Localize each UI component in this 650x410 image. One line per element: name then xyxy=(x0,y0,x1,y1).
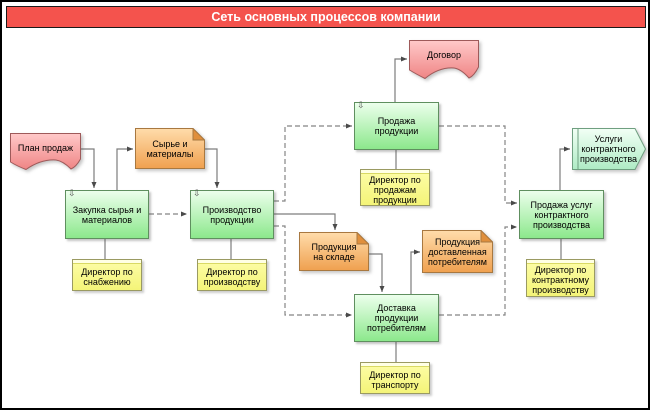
node-direktor-po-snabzheniyu[interactable]: Директор по снабжению xyxy=(72,259,142,291)
document-shape xyxy=(409,40,479,79)
folded-corner-shape xyxy=(135,128,205,169)
node-label: Доставка продукции потребителям xyxy=(367,303,426,333)
link-zakupka-to-syrye xyxy=(116,146,133,190)
folded-corner-shape xyxy=(299,232,369,271)
node-prodazha-produkcii[interactable]: ⇩ Продажа продукции xyxy=(354,100,439,150)
node-direktor-po-proizvodstvu[interactable]: Директор по производству xyxy=(197,259,267,291)
node-label: Услуги контрактного производства xyxy=(579,134,638,164)
node-produkciya-na-sklade[interactable]: Продукция на складе xyxy=(299,232,369,271)
node-label: Закупка сырья и материалов xyxy=(72,204,142,225)
node-direktor-po-transportu[interactable]: Директор по транспорту xyxy=(360,362,430,394)
decomposition-icon: ⇩ xyxy=(357,100,365,110)
node-uslugi-kontraktnogo[interactable]: Услуги контрактного производства xyxy=(572,128,646,170)
link-dostavka-to-dostavlennaya xyxy=(410,249,420,294)
link-prodazhauslug-to-uslugi xyxy=(559,146,570,190)
node-direktor-po-prodazham[interactable]: Директор по продажам продукции xyxy=(360,169,430,206)
link-prodazha-to-dogovor xyxy=(394,56,407,102)
node-label: Директор по производству xyxy=(203,267,261,287)
node-label: Директор по снабжению xyxy=(81,267,133,287)
node-label: Продажа услуг контрактного производства xyxy=(530,199,593,230)
link-plan-to-zakupka xyxy=(81,148,97,188)
node-label: Директор по транспорту xyxy=(369,370,421,390)
decomposition-icon: ⇩ xyxy=(193,188,201,198)
node-label: Директор по контрактному производству xyxy=(531,265,590,295)
node-label: Продажа продукции xyxy=(374,116,419,136)
node-label: Договор xyxy=(427,50,461,60)
node-produkciya-dostavlennaya[interactable]: Продукция доставленная потребителям xyxy=(422,230,493,273)
node-label: План продаж xyxy=(17,142,74,153)
link-proizvodstvo-to-sklad xyxy=(274,213,338,230)
node-dostavka[interactable]: Доставка продукции потребителям xyxy=(354,294,439,342)
node-plan-prodazh[interactable]: План продаж xyxy=(10,133,81,170)
dashed-prodazha-to-prodazhauslug xyxy=(439,125,517,206)
node-label: Директор по продажам продукции xyxy=(369,174,421,205)
node-zakupka[interactable]: ⇩ Закупка сырья и материалов xyxy=(65,188,149,239)
node-dogovor[interactable]: Договор xyxy=(409,40,479,79)
node-label: Сырье и материалы xyxy=(146,138,194,159)
node-syrye-materialy[interactable]: Сырье и материалы xyxy=(135,128,205,169)
document-shape xyxy=(10,133,81,170)
node-label: Производство продукции xyxy=(202,204,262,225)
node-label: Продукция доставленная потребителям xyxy=(428,236,487,267)
decomposition-icon: ⇩ xyxy=(68,188,76,198)
folded-corner-shape xyxy=(422,230,493,273)
dashed-proizvodstvo-to-prodazha xyxy=(274,123,352,202)
node-direktor-po-kontraktnomu[interactable]: Директор по контрактному производству xyxy=(526,259,595,297)
node-prodazha-uslug[interactable]: Продажа услуг контрактного производства xyxy=(519,190,604,239)
link-syrye-to-proizvodstvo xyxy=(205,148,220,188)
dashed-dostavka-to-prodazhauslug xyxy=(439,224,517,316)
link-sklad-to-dostavka xyxy=(369,253,385,292)
node-label: Продукция на складе xyxy=(311,241,357,262)
service-arrow-shape xyxy=(572,128,646,170)
diagram-title: Сеть основных процессов компании xyxy=(6,6,646,28)
node-proizvodstvo[interactable]: ⇩ Производство продукции xyxy=(190,188,274,239)
